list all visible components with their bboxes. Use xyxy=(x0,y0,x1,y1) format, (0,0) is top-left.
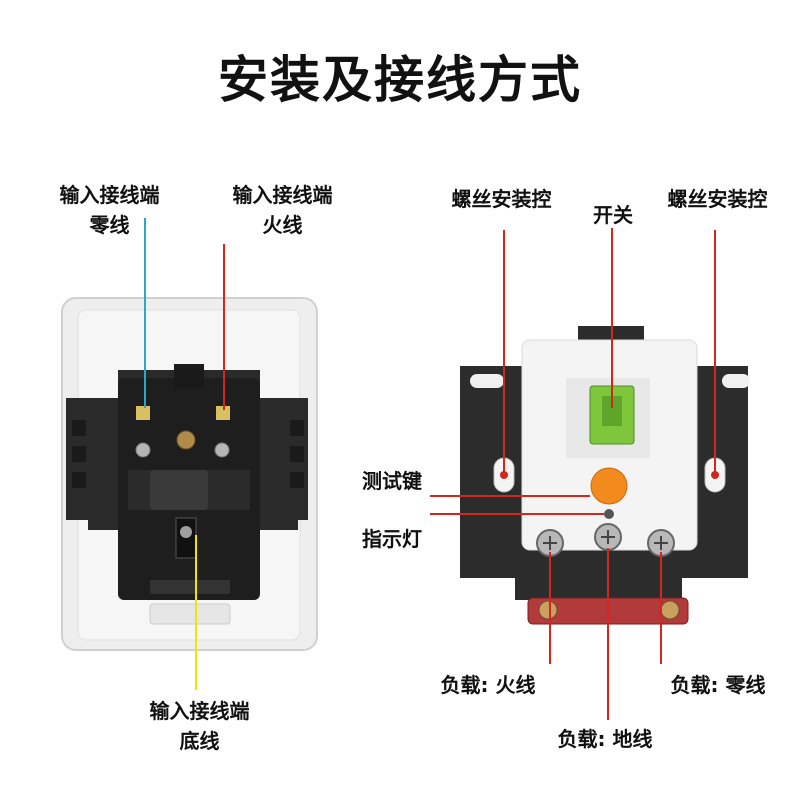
orange-test-button xyxy=(590,467,628,505)
neutral-input-label-line1: 输入接线端 xyxy=(59,183,160,207)
load-neutral-label: 负载: 零线 xyxy=(670,673,766,697)
load-ground-label: 负载: 地线 xyxy=(557,727,653,751)
live-input-label-line1: 输入接线端 xyxy=(232,183,333,207)
screw-mount-left-label: 螺丝安装控 xyxy=(451,187,552,211)
page-title: 安装及接线方式 xyxy=(218,51,582,109)
live-input-label-line2: 火线 xyxy=(262,213,303,237)
neutral-terminal xyxy=(136,406,150,420)
ground-input-label-line1: 输入接线端 xyxy=(149,699,250,723)
test-key-label: 测试键 xyxy=(362,469,422,493)
neutral-input-label-line2: 零线 xyxy=(89,213,130,237)
indicator-label: 指示灯 xyxy=(362,527,422,551)
live-input-label: 输入接线端 火线 xyxy=(205,180,360,240)
live-terminal xyxy=(216,406,230,420)
socket-back-view xyxy=(61,297,318,651)
indicator-light xyxy=(604,509,614,519)
screw-mount-right-label: 螺丝安装控 xyxy=(667,187,768,211)
switch-label: 开关 xyxy=(593,203,633,227)
load-live-label: 负载: 火线 xyxy=(440,673,536,697)
ground-input-label-line2: 底线 xyxy=(179,729,220,753)
gfci-module-view xyxy=(460,326,750,625)
ground-input-label: 输入接线端 底线 xyxy=(122,696,277,756)
terminal-screws xyxy=(536,523,675,557)
neutral-input-label: 输入接线端 零线 xyxy=(22,180,197,240)
